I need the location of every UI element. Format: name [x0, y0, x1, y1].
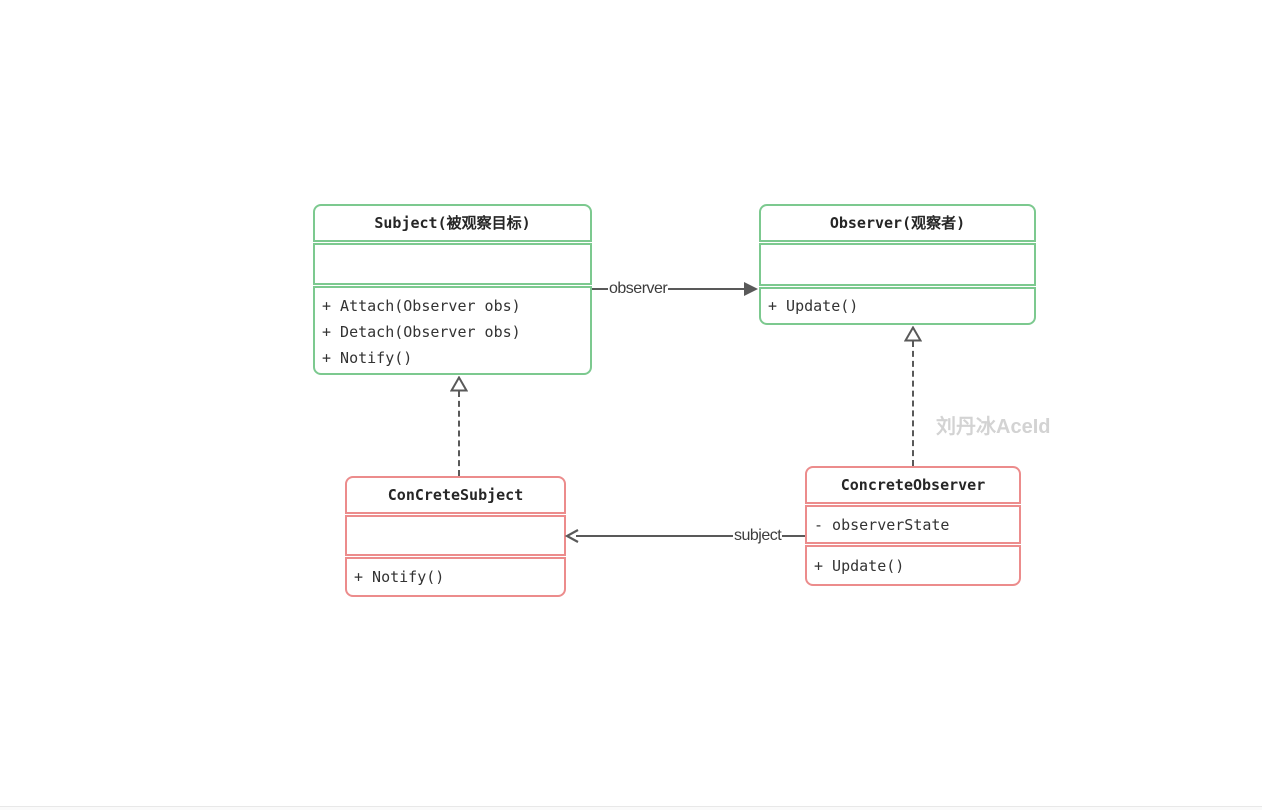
class-methods-concrete-observer: + Update() [805, 545, 1021, 586]
class-methods-concrete-subject: + Notify() [345, 557, 566, 597]
method-line: + Update() [768, 297, 859, 315]
bottom-strip [0, 807, 1262, 810]
class-attributes-subject [313, 243, 592, 285]
class-title-concrete-observer: ConcreteObserver [805, 466, 1021, 504]
watermark-text: 刘丹冰AceId [936, 416, 1051, 438]
hollow-triangle-up-icon [904, 326, 922, 342]
filled-arrowhead-right-icon [744, 282, 758, 296]
edge-realization-right-dashed-line [912, 341, 914, 466]
class-attributes-concrete-subject [345, 515, 566, 556]
method-line: + Attach(Observer obs) [322, 297, 521, 315]
method-line: + Notify() [322, 349, 413, 367]
class-box-observer: Observer(观察者) + Update() [759, 204, 1036, 325]
open-arrowhead-left-icon [565, 529, 579, 543]
attribute-line: - observerState [814, 515, 950, 534]
class-title-subject: Subject(被观察目标) [313, 204, 592, 242]
hollow-triangle-up-icon [450, 376, 468, 392]
edge-subject-association-line [576, 535, 805, 537]
class-box-subject: Subject(被观察目标) + Attach(Observer obs) + … [313, 204, 592, 375]
class-title-observer: Observer(观察者) [759, 204, 1036, 242]
class-attributes-observer [759, 243, 1036, 286]
method-line: + Notify() [354, 568, 445, 586]
bottom-divider-line [0, 806, 1262, 807]
class-attributes-concrete-observer: - observerState [805, 505, 1021, 544]
edge-label-subject: subject [733, 526, 783, 546]
class-box-concrete-observer: ConcreteObserver - observerState + Updat… [805, 466, 1021, 586]
class-box-concrete-subject: ConCreteSubject + Notify() [345, 476, 566, 597]
class-title-concrete-subject: ConCreteSubject [345, 476, 566, 514]
edge-label-observer: observer [608, 279, 669, 299]
class-methods-subject: + Attach(Observer obs) + Detach(Observer… [313, 286, 592, 375]
edge-observer-association-line [592, 288, 746, 290]
method-line: + Detach(Observer obs) [322, 323, 521, 341]
class-methods-observer: + Update() [759, 287, 1036, 325]
method-line: + Update() [814, 556, 905, 575]
edge-realization-left-dashed-line [458, 391, 460, 476]
